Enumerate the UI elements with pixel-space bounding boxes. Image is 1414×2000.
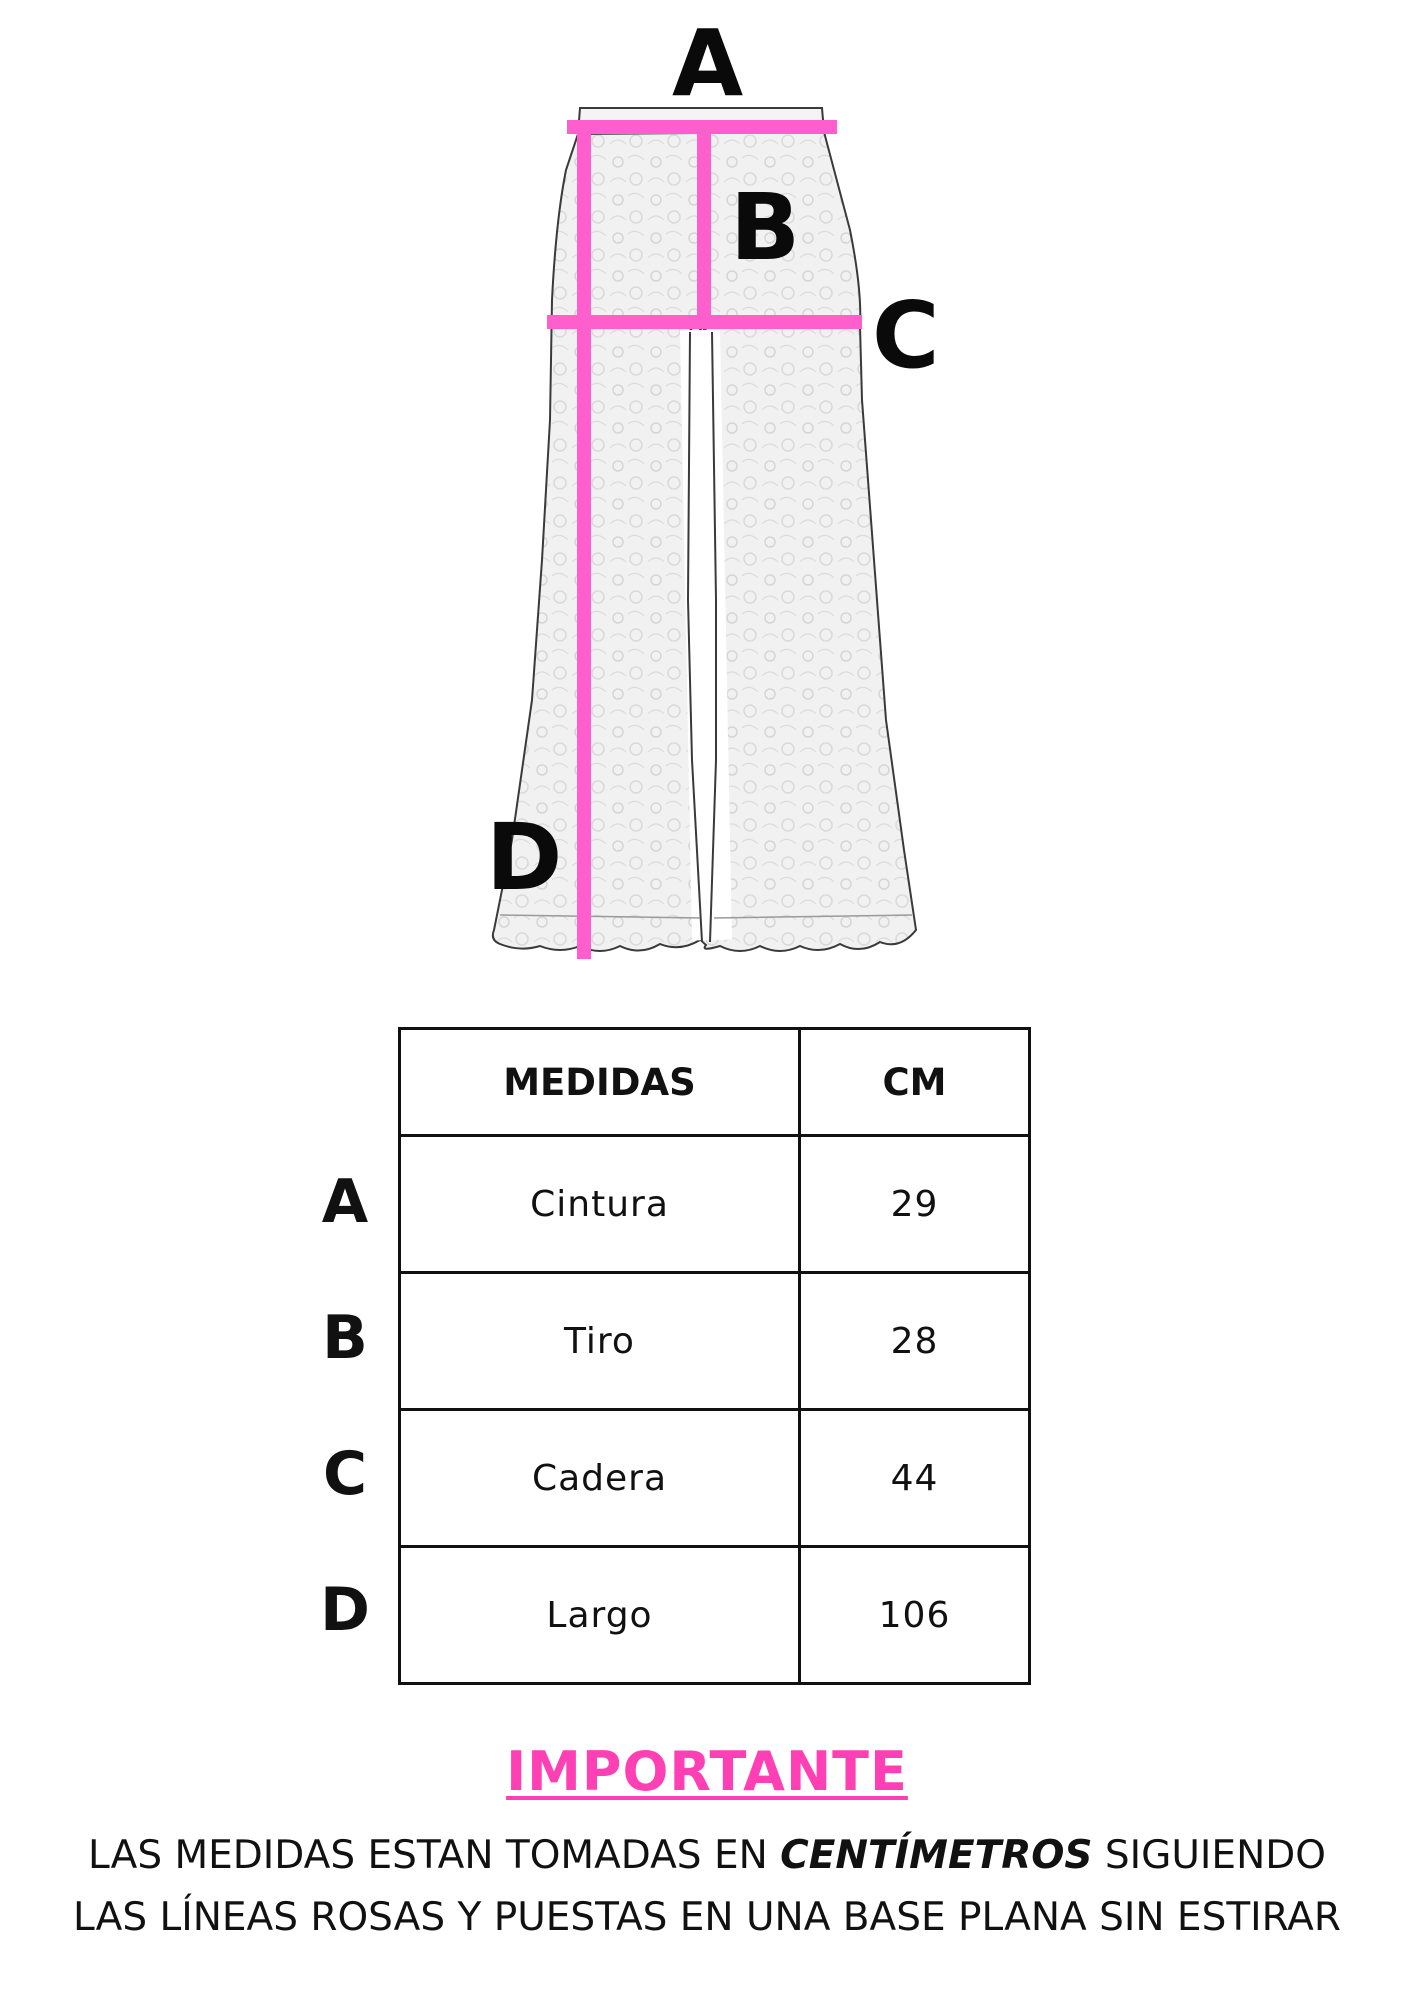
row-key-b: B xyxy=(322,1303,368,1373)
size-table: MEDIDAS CM Cintura 29 Tiro 28 Cadera 44 … xyxy=(398,1027,1031,1685)
table-header-row: MEDIDAS CM xyxy=(398,1027,1031,1137)
notice-line-1: LAS MEDIDAS ESTAN TOMADAS EN CENTÍMETROS… xyxy=(20,1833,1394,1880)
notice-line-1-post: SIGUIENDO xyxy=(1092,1833,1326,1878)
pants-illustration xyxy=(491,107,918,959)
notice-unit-emphasis: CENTÍMETROS xyxy=(780,1833,1093,1878)
garment-diagram: A B C D xyxy=(486,10,940,959)
notice-line-1-pre: LAS MEDIDAS ESTAN TOMADAS EN xyxy=(88,1833,781,1878)
row-key-c: C xyxy=(322,1439,368,1509)
table-row: Largo 106 xyxy=(398,1545,1031,1685)
header-measures: MEDIDAS xyxy=(398,1027,801,1137)
header-unit: CM xyxy=(798,1027,1031,1137)
measure-name: Largo xyxy=(398,1545,801,1685)
label-b: B xyxy=(730,174,801,281)
measure-name: Cadera xyxy=(398,1408,801,1548)
notice-line-2: LAS LÍNEAS ROSAS Y PUESTAS EN UNA BASE P… xyxy=(73,1895,1341,1940)
table-row: Cadera 44 xyxy=(398,1408,1031,1548)
row-key-d: D xyxy=(320,1575,370,1645)
important-heading: IMPORTANTE xyxy=(506,1740,908,1803)
table-row: Cintura 29 xyxy=(398,1134,1031,1274)
measure-value: 28 xyxy=(798,1271,1031,1411)
table-row: Tiro 28 xyxy=(398,1271,1031,1411)
label-c: C xyxy=(872,282,940,389)
label-a: A xyxy=(672,10,744,117)
measure-name: Cintura xyxy=(398,1134,801,1274)
measure-value: 44 xyxy=(798,1408,1031,1548)
measurement-lines xyxy=(547,120,862,959)
measure-value: 29 xyxy=(798,1134,1031,1274)
measure-value: 106 xyxy=(798,1545,1031,1685)
label-d: D xyxy=(486,804,563,911)
row-key-a: A xyxy=(321,1167,369,1237)
measure-name: Tiro xyxy=(398,1271,801,1411)
